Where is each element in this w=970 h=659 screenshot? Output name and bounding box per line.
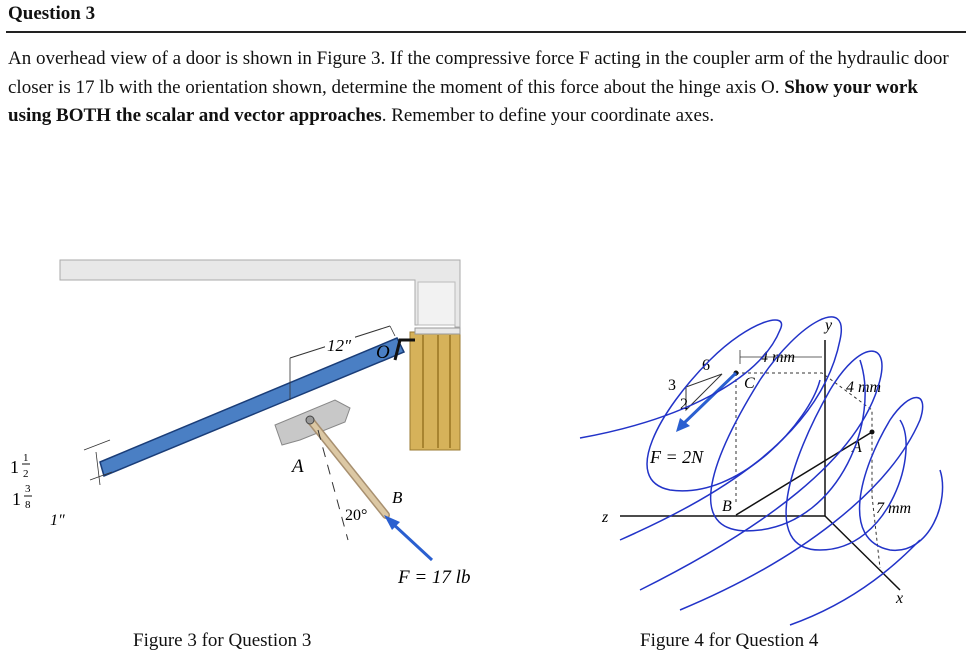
- dim-6: 6: [702, 357, 710, 374]
- figure-3: 12″ O A B 20° F = 17 lb 1 1 2 1 3 8 1″: [10, 259, 470, 588]
- label-y: y: [823, 317, 833, 334]
- hinge-bracket: [393, 338, 415, 361]
- force-vector: [680, 371, 738, 427]
- figure-3-caption: Figure 3 for Question 3: [133, 630, 312, 651]
- door-frame-inner: [417, 281, 456, 326]
- question-text-bold: Show your work using BOTH the scalar and…: [8, 76, 918, 127]
- pivot-A: [305, 415, 315, 425]
- reference-line: [317, 429, 349, 541]
- label-z: z: [601, 509, 609, 526]
- force-label: F = 17 lb: [397, 567, 470, 588]
- label-A: A: [851, 439, 862, 456]
- dim-half-whole: 1: [10, 457, 19, 477]
- scribble-overlay: [579, 316, 944, 626]
- dim-38-num: 3: [25, 483, 31, 495]
- door-panel: [99, 337, 406, 478]
- x-axis: [824, 515, 901, 591]
- door-jamb: [409, 331, 461, 451]
- dim-38-den: 8: [25, 499, 31, 511]
- dim-half-num: 1: [23, 452, 29, 464]
- dim-7mm: 7 mm: [876, 500, 911, 517]
- door-frame-wall: [59, 259, 461, 328]
- angle-label: 20°: [345, 507, 367, 524]
- dim-3: 3: [668, 377, 676, 394]
- label-O: O: [376, 342, 390, 363]
- question-text-part-2: . Remember to define your coordinate axe…: [381, 105, 715, 126]
- figure-4: y z x C A B 6 3 2 4 mm 4 mm 7 mm F = 2N: [579, 316, 944, 626]
- force-arrow: [390, 521, 434, 562]
- line-BA: [735, 431, 873, 516]
- force-arrowhead: [384, 515, 400, 530]
- dim-2: 2: [680, 396, 688, 413]
- figure-4-caption: Figure 4 for Question 4: [640, 630, 819, 651]
- question-text-part-1: An overhead view of a door is shown in F…: [8, 48, 949, 98]
- force-label: F = 2N: [649, 447, 704, 467]
- label-A: A: [290, 456, 304, 477]
- heading-rule: [6, 31, 966, 33]
- dim-1-label: 1″: [50, 512, 65, 529]
- dim-half-den: 2: [23, 468, 29, 480]
- label-B: B: [722, 498, 732, 515]
- question-heading: Question 3: [8, 3, 96, 24]
- dim-38-whole: 1: [12, 489, 21, 509]
- slope-triangle: [685, 373, 723, 412]
- label-C: C: [744, 375, 755, 392]
- label-B: B: [392, 488, 403, 507]
- label-x: x: [895, 590, 903, 607]
- question-text: An overhead view of a door is shown in F…: [8, 45, 953, 131]
- dim-4mm-right: 4 mm: [846, 379, 881, 396]
- dim-12-label: 12″: [327, 336, 352, 355]
